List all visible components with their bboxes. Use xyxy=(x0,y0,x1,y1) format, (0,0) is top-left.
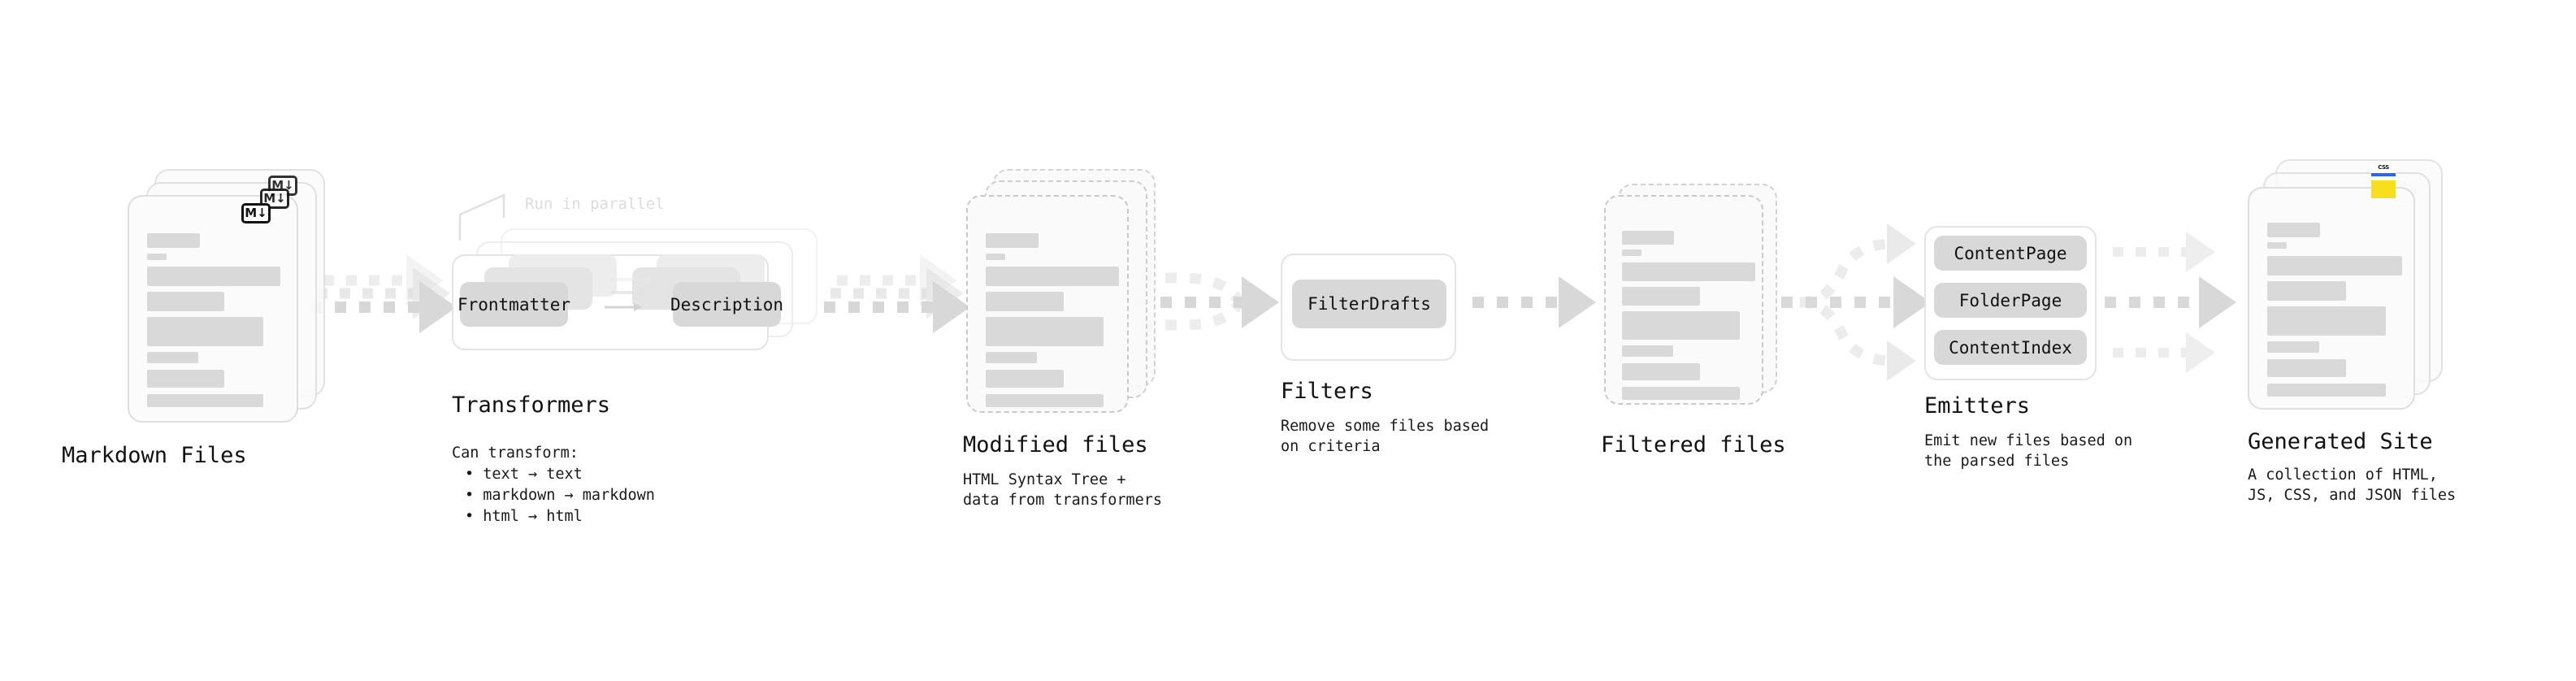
transformers-description: Can transform: xyxy=(452,445,579,462)
filtered-doc-front xyxy=(1604,195,1763,405)
caption-modified-files: Modified files xyxy=(963,432,1148,458)
doc-bar xyxy=(2267,223,2320,237)
caption-generated-site: Generated Site xyxy=(2248,429,2433,454)
connector-filters-to-filtered xyxy=(1472,276,1596,328)
doc-bar xyxy=(147,370,224,388)
doc-bar xyxy=(147,317,263,346)
caption-markdown-files: Markdown Files xyxy=(62,443,247,468)
css-badge: CSS xyxy=(2371,163,2396,176)
caption-filters: Filters xyxy=(1281,379,1373,404)
transformer-chip-frontmatter[interactable]: Frontmatter xyxy=(458,282,570,327)
transformer-chip-description[interactable]: Description xyxy=(670,282,783,327)
doc-bar xyxy=(1622,287,1700,306)
doc-bar xyxy=(986,254,1005,260)
markdown-badge-back-2: M↓ xyxy=(268,176,297,196)
doc-bar xyxy=(2267,359,2346,377)
doc-bar xyxy=(986,292,1064,311)
doc-bar xyxy=(147,267,280,286)
doc-bar xyxy=(986,233,1039,248)
doc-bar xyxy=(2267,242,2287,249)
transformers-bullet-2: • html → html xyxy=(465,508,583,525)
doc-bar xyxy=(986,317,1104,346)
emitter-chip-folderpage[interactable]: FolderPage xyxy=(1934,283,2087,318)
doc-bar xyxy=(1622,249,1641,256)
transformers-bullet-0: • text → text xyxy=(465,466,583,483)
emitter-chip-contentpage[interactable]: ContentPage xyxy=(1934,236,2087,271)
emitter-chip-contentindex[interactable]: ContentIndex xyxy=(1934,330,2087,365)
connector-modified-to-filters xyxy=(1136,272,1279,331)
doc-bar xyxy=(147,233,200,248)
doc-bar xyxy=(1622,387,1740,400)
doc-bar xyxy=(986,370,1064,388)
transformers-bullet-1: • markdown → markdown xyxy=(465,487,655,504)
doc-bar xyxy=(1622,231,1674,245)
connector-emitters-to-site xyxy=(2105,232,2236,373)
doc-bar xyxy=(1622,311,1740,340)
markdown-badge-front: M↓ xyxy=(241,203,271,223)
generated-site-description: A collection of HTML, JS, CSS, and JSON … xyxy=(2248,466,2457,504)
doc-bar xyxy=(147,352,198,363)
doc-bar xyxy=(986,394,1104,407)
run-in-parallel-note: Run in parallel xyxy=(525,195,665,213)
caption-transformers: Transformers xyxy=(452,393,611,418)
run-in-parallel-bracket xyxy=(458,193,505,241)
markdown-doc-front xyxy=(128,195,298,423)
doc-bar xyxy=(986,352,1037,363)
js-badge xyxy=(2371,180,2396,198)
doc-bar xyxy=(2267,341,2319,353)
doc-bar xyxy=(2267,256,2402,275)
connector-transformers-to-modified xyxy=(824,254,970,333)
doc-bar xyxy=(147,292,224,311)
connector-markdown-to-transformers xyxy=(310,254,457,333)
modified-files-description: HTML Syntax Tree + data from transformer… xyxy=(963,471,1163,509)
emitters-description: Emit new files based on the parsed files xyxy=(1924,432,2133,470)
doc-bar xyxy=(1622,363,1700,380)
connector-filtered-to-emitters xyxy=(1781,223,1931,381)
site-doc-front xyxy=(2248,187,2415,410)
doc-bar xyxy=(2267,281,2346,301)
filters-description: Remove some files based on criteria xyxy=(1281,418,1490,455)
doc-bar xyxy=(2267,306,2386,336)
doc-bar xyxy=(147,254,167,260)
doc-bar xyxy=(1622,345,1673,357)
doc-bar xyxy=(2267,384,2386,397)
modified-doc-front xyxy=(966,195,1129,413)
caption-emitters: Emitters xyxy=(1924,393,2031,419)
doc-bar xyxy=(147,394,263,407)
caption-filtered-files: Filtered files xyxy=(1601,432,1786,458)
doc-bar xyxy=(1622,262,1755,281)
doc-bar xyxy=(986,267,1119,286)
filter-chip-filterdrafts[interactable]: FilterDrafts xyxy=(1292,280,1446,328)
